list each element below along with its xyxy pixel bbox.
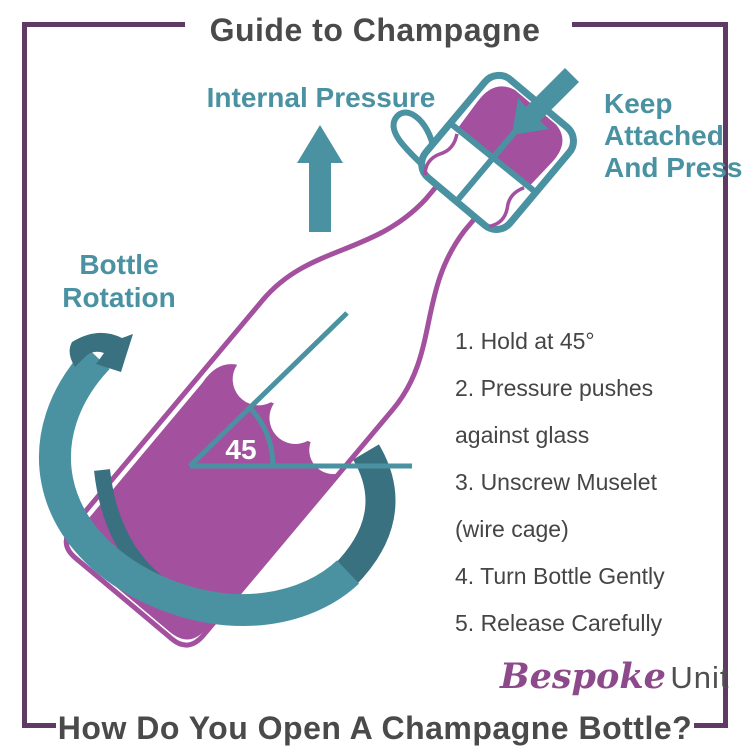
bottle-rotation-line1: Bottle [79, 249, 159, 280]
brand-sans-text: Unit [670, 660, 730, 695]
step-line: 1. Hold at 45° [455, 328, 595, 354]
rotation-arrow-icon [69, 332, 133, 372]
rotation-ribbon-front [39, 347, 359, 627]
internal-pressure-label: Internal Pressure [206, 82, 436, 113]
step-line: 2. Pressure pushes [455, 375, 654, 401]
bottle-rotation-line2: Rotation [62, 282, 176, 313]
up-arrow-icon [297, 125, 343, 232]
page-title: Guide to Champagne [209, 12, 541, 48]
rotation-ribbon-back-segment [333, 444, 396, 587]
keep-attached-line3: And Press [604, 152, 743, 183]
brand-logo: Bespoke Unit [500, 656, 728, 697]
step-line: against glass [455, 422, 590, 448]
bottle-rotation-label: Bottle Rotation [39, 248, 199, 314]
cage-wire-horizontal [449, 122, 537, 194]
keep-attached-line1: Keep [604, 88, 673, 119]
press-arrow-icon [512, 68, 579, 135]
frame-top-left-segment [22, 22, 185, 27]
steps-list: 1. Hold at 45° 2. Pressure pushes agains… [455, 318, 665, 647]
frame-bottom-left-segment [22, 723, 56, 728]
step-line: (wire cage) [455, 516, 569, 542]
angle-diagonal-line [188, 311, 349, 468]
step-line: 4. Turn Bottle Gently [455, 563, 665, 589]
cork-edge-right [488, 186, 525, 229]
frame-top-right-segment [572, 22, 728, 27]
keep-attached-line2: Attached [604, 120, 724, 151]
cork-edge-left [423, 133, 459, 176]
frame-right [723, 22, 728, 728]
footer-title: How Do You Open A Champagne Bottle? [57, 710, 693, 746]
angle-arc [247, 405, 276, 467]
muselet-wire-loop [390, 109, 438, 169]
frame-left [22, 22, 27, 728]
angle-value-label: 45 [225, 434, 257, 465]
frame-bottom-right-segment [694, 723, 728, 728]
step-line: 3. Unscrew Muselet [455, 469, 657, 495]
step-line: 5. Release Carefully [455, 610, 663, 636]
keep-attached-label: Keep Attached And Press [604, 88, 743, 184]
brand-script-text: Bespoke [500, 656, 666, 697]
